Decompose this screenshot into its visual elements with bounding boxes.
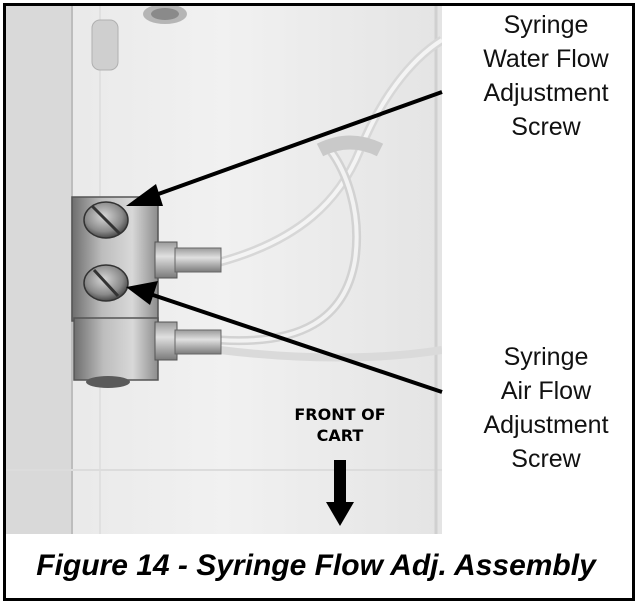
air-label-line3: Adjustment <box>483 411 609 439</box>
front-label-line1: FRONT OF <box>294 405 386 424</box>
water-flow-screw-label: Syringe Water Flow Adjustment Screw <box>462 8 630 144</box>
front-of-cart-label: FRONT OF CART <box>270 404 410 446</box>
water-label-line4: Screw <box>511 113 581 141</box>
front-of-cart-arrow <box>326 460 354 526</box>
air-label-line2: Air Flow <box>500 377 592 405</box>
front-label-line2: CART <box>316 426 364 445</box>
figure-caption: Figure 14 - Syringe Flow Adj. Assembly <box>36 549 596 582</box>
water-label-line3: Adjustment <box>483 79 609 107</box>
water-label-line1: Syringe <box>503 11 589 39</box>
air-screw-arrow <box>126 281 443 394</box>
water-screw-arrow <box>126 90 443 206</box>
air-label-line1: Syringe <box>503 343 589 371</box>
photo <box>6 6 442 534</box>
air-label-line4: Screw <box>511 445 581 473</box>
air-flow-screw-label: Syringe Air Flow Adjustment Screw <box>462 340 630 476</box>
water-label-line2: Water Flow <box>483 45 609 73</box>
